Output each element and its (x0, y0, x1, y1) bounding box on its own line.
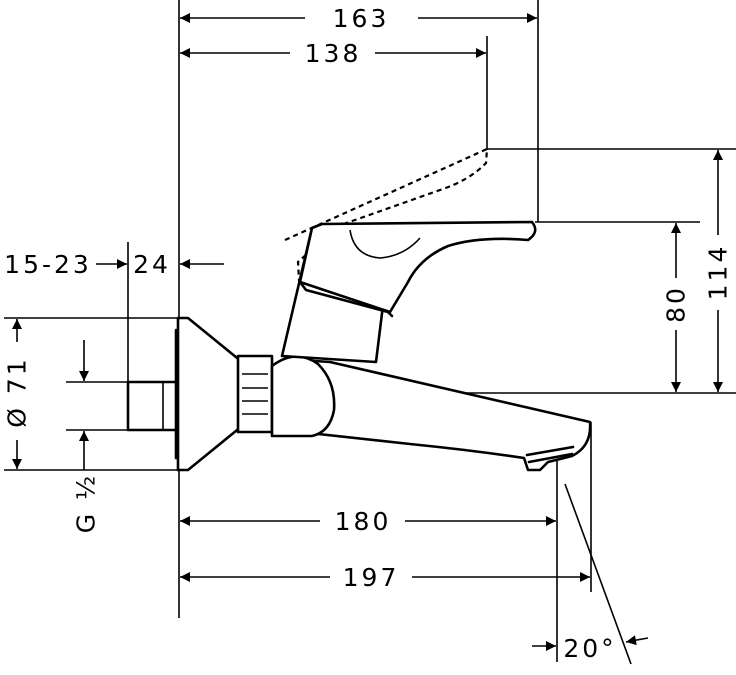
spout (298, 358, 592, 472)
dim-24: 24 (133, 250, 171, 279)
dim-114: 114 (704, 244, 733, 301)
dimension-lines (12, 13, 723, 651)
dim-angle-20: 20° (563, 634, 616, 663)
dim-197: 197 (343, 563, 400, 592)
faucet-outline (126, 147, 592, 472)
wall-rosette (176, 316, 244, 472)
union-nut (236, 354, 274, 434)
lever-raised-position (284, 147, 489, 299)
dim-163: 163 (333, 4, 390, 33)
dim-80: 80 (662, 285, 691, 323)
dim-138: 138 (305, 39, 362, 68)
dimension-labels: 163 138 15-23 24 80 114 Ø 71 G ½ 180 197… (3, 4, 733, 663)
dim-180: 180 (335, 507, 392, 536)
lever-handle (298, 220, 537, 314)
dim-thread-g-half: G ½ (72, 473, 101, 534)
dim-diameter-71: Ø 71 (3, 356, 32, 427)
dim-15-23: 15-23 (4, 250, 92, 279)
inlet-connector (126, 380, 178, 432)
